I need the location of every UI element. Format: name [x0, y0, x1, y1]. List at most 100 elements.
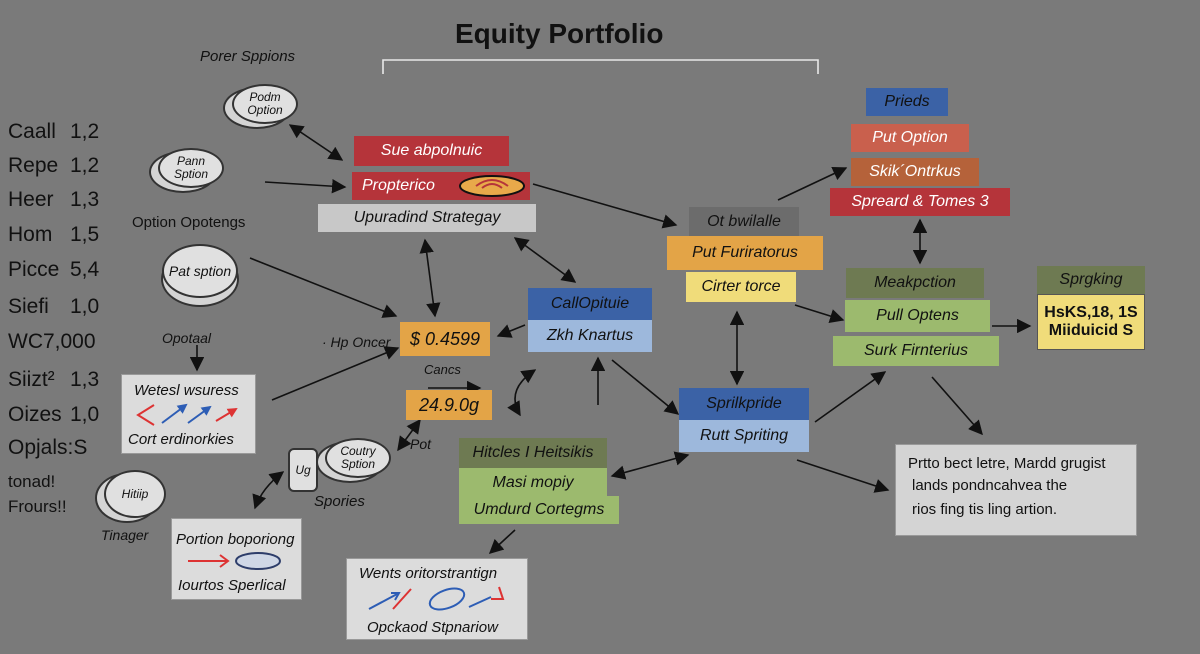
box-ot-bwilalle[interactable]: Ot bwilalle: [689, 207, 799, 237]
arrows-doodle-icon: [368, 586, 505, 611]
box-surk-firnterius[interactable]: Surk Firnterius: [833, 336, 999, 366]
box-sprilkpride[interactable]: Sprilkpride: [679, 388, 809, 420]
arrow-cirter-to-pull: [794, 304, 845, 324]
arrows-doodle-icon: [136, 403, 238, 426]
arrow-patsption-to-price: [249, 257, 398, 318]
sprgking-line-2: Miiduicid S: [1048, 322, 1134, 339]
box-meakpction[interactable]: Meakpction: [846, 268, 984, 298]
arrow-otbwil-to-skik: [777, 167, 848, 201]
coin-icon-coutry-sption: Coutry Sption: [325, 438, 391, 478]
box-skik-ontrkus[interactable]: Skik´Ontrkus: [851, 158, 979, 186]
list-item-name: Hom: [8, 223, 53, 246]
note-card: Prtto bect letre, Mardd grugist lands po…: [895, 444, 1137, 536]
list-item-name: Siefi: [8, 295, 49, 318]
list-item-value: 1,5: [70, 223, 100, 246]
label-opotaal: Opotaal: [162, 330, 212, 346]
arrow-pann-to-propterico: [264, 179, 347, 194]
arrow-hitcles-to-rutt: [610, 451, 690, 480]
arrow-rutt-to-note: [796, 459, 890, 493]
eye-arrow-icon: [188, 552, 281, 570]
list-item: tonad!: [8, 472, 55, 492]
card-wents-sub: Opckaod Stpnariow: [367, 619, 498, 636]
list-item-name: Repe: [8, 154, 59, 177]
card-wetesl[interactable]: Wetesl wsuress Cort erdinorkies: [121, 374, 256, 454]
box-put-furiratorus[interactable]: Put Furiratorus: [667, 236, 823, 270]
card-wents[interactable]: Wents oritorstrantign Opckaod Stpnariow: [346, 558, 528, 640]
box-spreard-tomes[interactable]: Spreard & Tomes 3: [830, 188, 1010, 216]
arrow-propterico-to-otbwil: [532, 183, 678, 229]
list-item-value: 5,4: [70, 258, 100, 281]
list-item-value: 1,3: [70, 368, 100, 391]
list-item-name: Frours!!: [8, 497, 67, 516]
list-item-value: 1,2: [70, 120, 100, 143]
list-item: Picce 5,4: [8, 258, 99, 282]
note-line-1: Prtto bect letre, Mardd grugist: [908, 455, 1106, 472]
arrow-callopt-to-price: [496, 324, 526, 338]
box-sprgking-values[interactable]: HsKS,18, 1S Miiduicid S: [1037, 294, 1145, 350]
box-sprgking[interactable]: Sprgking: [1037, 266, 1145, 294]
eye-icon: [459, 175, 525, 197]
box-pull-optens[interactable]: Pull Optens: [845, 300, 990, 332]
label-option-opotengs: Option Opotengs: [132, 214, 246, 231]
list-item: Repe 1,2: [8, 154, 99, 178]
label-pot: Pot: [410, 436, 432, 452]
box-put-option[interactable]: Put Option: [851, 124, 969, 152]
box-propterico-label: Propterico: [362, 177, 435, 194]
box-masi-mopiy[interactable]: Masi mopiy: [459, 468, 607, 498]
box-rutt-spriting[interactable]: Rutt Spriting: [679, 420, 809, 452]
box-umdurd-cortegms[interactable]: Umdurd Cortegms: [459, 496, 619, 524]
card-wetesl-sub: Cort erdinorkies: [128, 431, 234, 448]
list-item: Frours!!: [8, 497, 67, 517]
label-porer-sppions: Porer Sppions: [200, 48, 296, 65]
list-item-name: tonad!: [8, 472, 56, 491]
coin-icon-hitiip: Hitiip: [104, 470, 166, 518]
list-item-name: Oizes: [8, 403, 62, 426]
box-callopituie[interactable]: CallOpituie: [528, 288, 652, 320]
coin-icon-pat-sption: Pat sption: [162, 244, 238, 298]
list-item-name: Siizt²: [8, 368, 55, 391]
arrow-price-to-coutry: [397, 418, 421, 452]
list-item-name: Opjals:S: [8, 436, 88, 459]
box-prieds[interactable]: Prieds: [866, 88, 948, 116]
arrow-curve-portion: [252, 471, 285, 510]
list-item-name: WC7,000: [8, 330, 96, 353]
title-bracket: [382, 59, 819, 74]
box-price-b[interactable]: 24.9.0g: [406, 390, 492, 420]
list-item-value: 1,2: [70, 154, 100, 177]
list-item-name: Picce: [8, 258, 60, 281]
coin-icon-pann-sption: Pann Sption: [158, 148, 224, 188]
label-spories: Spories: [314, 493, 365, 510]
arrow-curve-callopt: [507, 369, 537, 417]
box-sue-abpolnuic[interactable]: Sue abpolnuic: [354, 136, 509, 166]
box-cirter-torce[interactable]: Cirter torce: [686, 272, 796, 302]
arrow-umdurd-to-wents: [488, 529, 516, 554]
arrow-strategy-to-price: [419, 238, 441, 318]
card-wetesl-title: Wetesl wsuress: [134, 382, 239, 399]
box-zkh-knartus[interactable]: Zkh Knartus: [528, 320, 652, 352]
arrow-zkh-to-sprilk: [611, 359, 680, 415]
coin-icon-podm-option: Podm Option: [232, 84, 298, 124]
cup-icon-ug: Ug: [288, 448, 318, 492]
list-item: Opjals:S: [8, 436, 87, 460]
arrow-strategy-to-callopt: [513, 237, 577, 283]
arrow-coin-to-sue: [288, 124, 344, 161]
box-upuradind-strategy[interactable]: Upuradind Strategay: [318, 204, 536, 232]
arrow-wetesl-to-price: [271, 346, 400, 401]
list-item: Siizt² 1,3: [8, 368, 99, 392]
box-hitcles[interactable]: Hitcles I Heitsikis: [459, 438, 607, 468]
list-item: Hom 1,5: [8, 223, 99, 247]
box-price-a[interactable]: $ 0.4599: [400, 322, 490, 356]
box-propterico[interactable]: Propterico: [352, 172, 530, 200]
note-line-2: lands pondncahvea the: [912, 477, 1068, 494]
label-cancs: Cancs: [424, 362, 461, 377]
sprgking-line-1: HsKS,18, 1S: [1044, 304, 1138, 321]
card-portion-sub: Iourtos Sperlical: [178, 577, 286, 594]
card-wents-title: Wents oritorstrantign: [359, 565, 498, 582]
list-item: WC7,000: [8, 330, 96, 354]
list-item-name: Heer: [8, 188, 54, 211]
card-portion[interactable]: Portion boporiong Iourtos Sperlical: [171, 518, 302, 600]
